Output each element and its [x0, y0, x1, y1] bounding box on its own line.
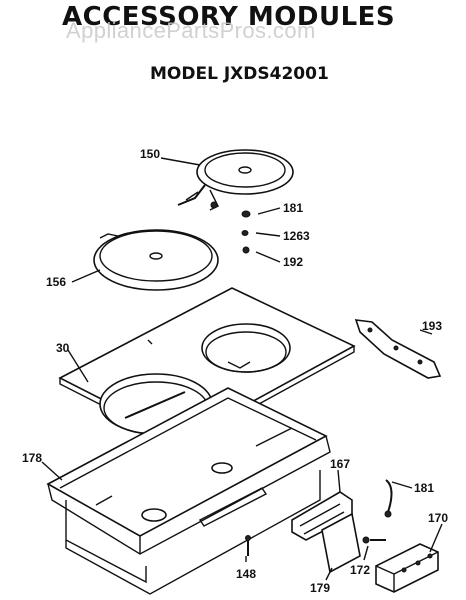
label-148: 148 — [236, 567, 256, 581]
terminal-block-170 — [375, 543, 439, 593]
label-170: 170 — [428, 511, 448, 525]
label-156: 156 — [46, 275, 66, 289]
part-number-labels: 150 181 1263 192 156 193 30 178 167 181 … — [22, 147, 448, 595]
label-181-lead: 181 — [414, 481, 434, 495]
connector-172 — [362, 536, 386, 544]
watermark-text: AppliancePartsPros.com — [66, 18, 316, 43]
label-181: 181 — [283, 201, 303, 215]
bracket-193 — [354, 319, 442, 379]
surface-element-150 — [177, 149, 294, 211]
label-172: 172 — [350, 563, 370, 577]
label-179: 179 — [310, 581, 330, 595]
surface-element-156 — [93, 229, 219, 291]
label-167: 167 — [330, 457, 350, 471]
label-1263: 1263 — [283, 229, 310, 243]
burner-box-178 — [46, 387, 331, 595]
wire-181 — [384, 479, 393, 518]
label-193: 193 — [422, 319, 442, 333]
model-number: MODEL JXDS42001 — [150, 64, 329, 84]
screw-148 — [245, 535, 251, 556]
label-178: 178 — [22, 451, 42, 465]
panel-179 — [321, 512, 361, 574]
page-title: ACCESSORY MODULES — [62, 2, 396, 32]
hardware-stack — [241, 210, 251, 254]
label-30: 30 — [56, 341, 70, 355]
label-192: 192 — [283, 255, 303, 269]
leader-lines — [41, 157, 443, 581]
label-150: 150 — [140, 147, 160, 161]
